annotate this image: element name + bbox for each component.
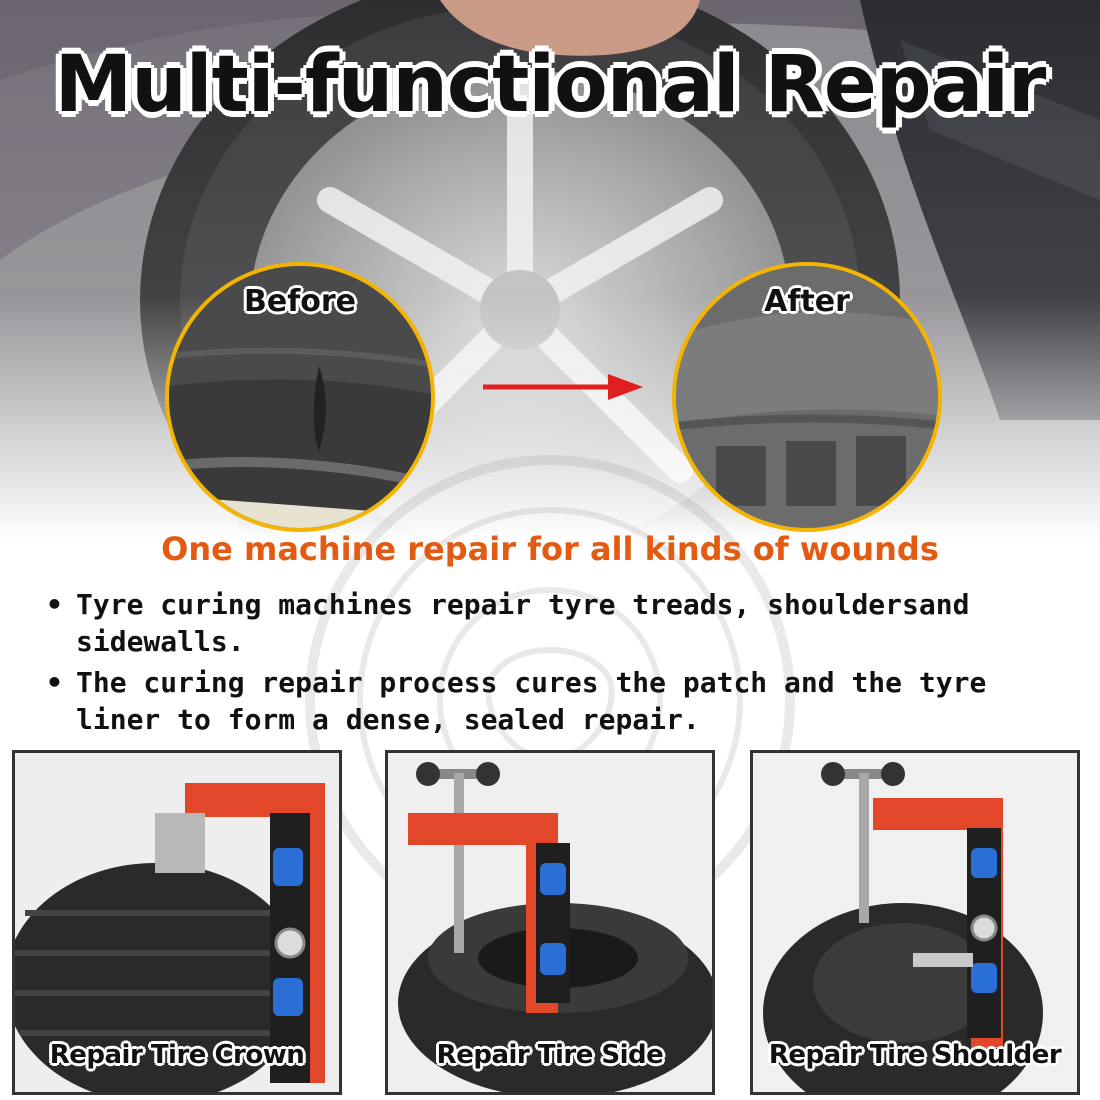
after-label: After <box>764 284 850 319</box>
panel-label: Repair Tire Crown <box>49 1040 305 1070</box>
curing-machine-shoulder-illustration <box>753 753 1077 1092</box>
bullet-icon: • <box>46 666 63 699</box>
bullet-icon: • <box>46 588 63 621</box>
panel-repair-tire-crown: Repair Tire Crown <box>12 750 342 1095</box>
panel-label: Repair Tire Shoulder <box>768 1040 1062 1070</box>
arrow-right-icon <box>483 374 643 400</box>
section-subtitle: One machine repair for all kinds of woun… <box>161 530 939 568</box>
panel-label: Repair Tire Side <box>436 1040 664 1070</box>
page-title: Multi-functional Repair <box>53 39 1048 132</box>
repaired-tire-photo <box>676 266 938 528</box>
panel-repair-tire-shoulder: Repair Tire Shoulder <box>750 750 1080 1095</box>
list-item: • The curing repair process cures the pa… <box>44 664 1064 738</box>
curing-machine-crown-illustration <box>15 753 339 1092</box>
before-label: Before <box>243 284 357 319</box>
list-item-text: The curing repair process cures the patc… <box>76 666 987 736</box>
before-image-circle: Before <box>165 262 435 532</box>
after-image-circle: After <box>672 262 942 532</box>
list-item: • Tyre curing machines repair tyre tread… <box>44 586 1064 660</box>
curing-machine-side-illustration <box>388 753 712 1092</box>
feature-list: • Tyre curing machines repair tyre tread… <box>44 586 1064 742</box>
damaged-tire-photo <box>169 266 431 528</box>
list-item-text: Tyre curing machines repair tyre treads,… <box>76 588 970 658</box>
panel-repair-tire-side: Repair Tire Side <box>385 750 715 1095</box>
